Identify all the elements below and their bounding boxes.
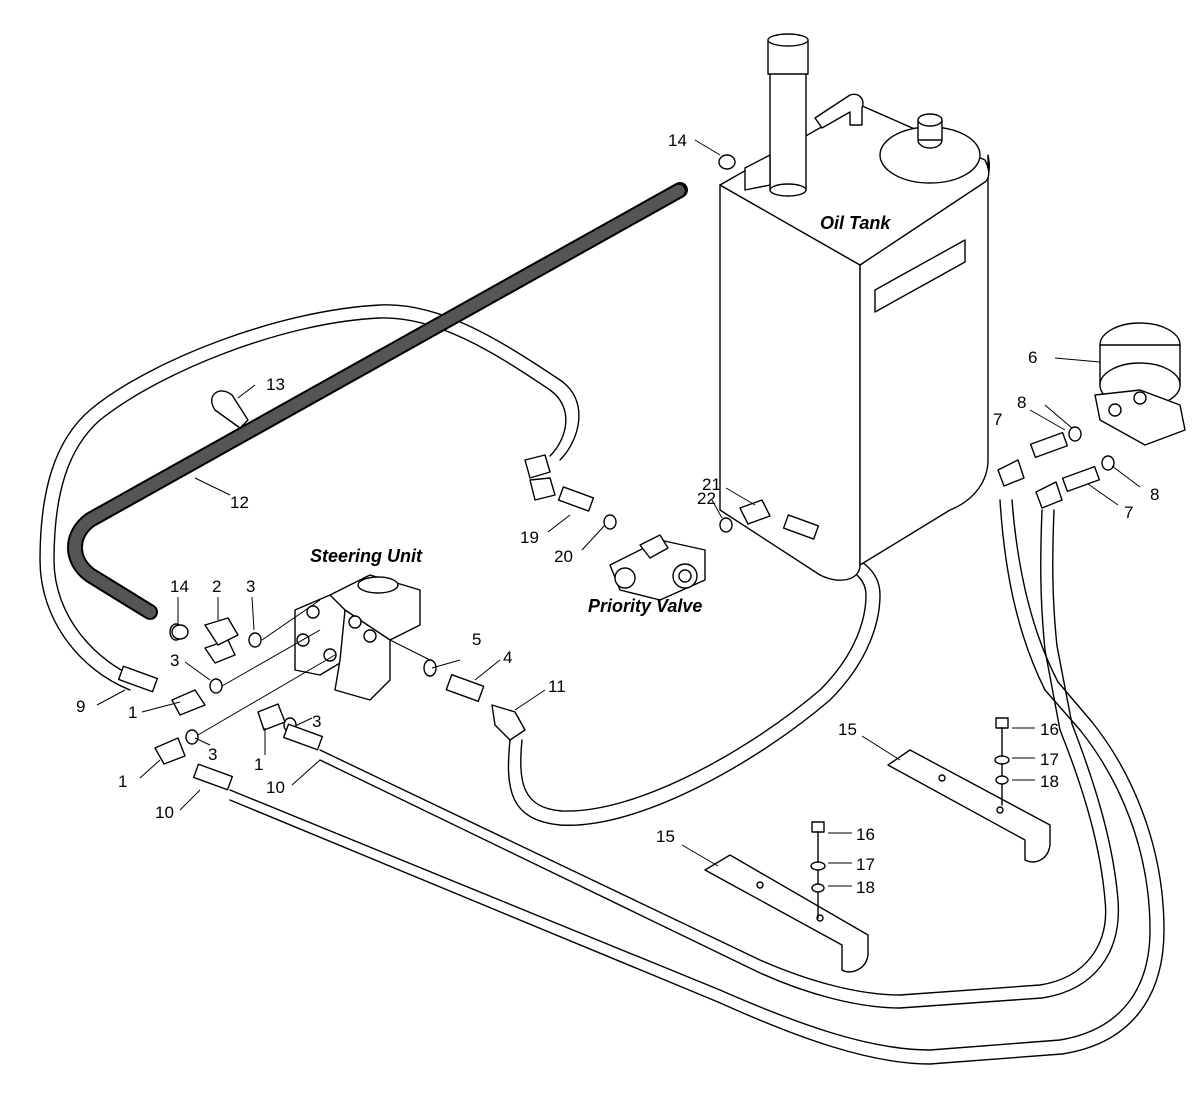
steering-unit-title: Steering Unit <box>310 546 423 566</box>
pump <box>1094 322 1186 446</box>
callout-7: 7 <box>1124 503 1133 522</box>
callout-18: 18 <box>856 878 875 897</box>
callout-18: 18 <box>1040 772 1059 791</box>
hose-outer-loop <box>229 499 1165 1065</box>
hose-middle-loop <box>319 509 1120 1009</box>
callout-1: 1 <box>254 755 263 774</box>
bolt-set-right <box>994 717 1010 806</box>
callout-16: 16 <box>856 825 875 844</box>
callout-15: 15 <box>838 720 857 739</box>
callout-13: 13 <box>266 375 285 394</box>
bracket-15-left <box>704 854 869 973</box>
priority-valve <box>609 534 706 601</box>
callout-1: 1 <box>128 703 137 722</box>
callout-21: 21 <box>702 475 721 494</box>
clamp-13 <box>211 390 249 429</box>
hose-11-line <box>507 544 881 826</box>
leader-lines <box>96 139 1141 887</box>
callout-15: 15 <box>656 827 675 846</box>
callout-14: 14 <box>668 131 687 150</box>
callout-3: 3 <box>208 745 217 764</box>
callout-8: 8 <box>1150 485 1159 504</box>
callout-5: 5 <box>472 630 481 649</box>
hose-12 <box>67 182 688 620</box>
callout-1: 1 <box>118 772 127 791</box>
callout-14: 14 <box>170 577 189 596</box>
callout-17: 17 <box>856 855 875 874</box>
callout-8: 8 <box>1017 393 1026 412</box>
callout-2: 2 <box>212 577 221 596</box>
callout-20: 20 <box>554 547 573 566</box>
callout-6: 6 <box>1028 348 1037 367</box>
hose-rear-loop <box>39 304 580 691</box>
callout-3: 3 <box>170 651 179 670</box>
callout-22: 22 <box>697 489 716 508</box>
callout-12: 12 <box>230 493 249 512</box>
callout-11: 11 <box>548 677 566 696</box>
callout-3: 3 <box>312 712 321 731</box>
callout-3: 3 <box>246 577 255 596</box>
callout-17: 17 <box>1040 750 1059 769</box>
oil-tank-title: Oil Tank <box>820 213 891 233</box>
callout-4: 4 <box>503 648 512 667</box>
callout-7: 7 <box>993 410 1002 429</box>
bracket-15-right <box>887 749 1051 863</box>
steering-unit <box>294 574 421 701</box>
callout-19: 19 <box>520 528 539 547</box>
oil-tank <box>719 33 990 581</box>
callout-9: 9 <box>76 697 85 716</box>
bolt-set-left <box>810 821 826 919</box>
fittings <box>117 154 1115 791</box>
callout-10: 10 <box>266 778 285 797</box>
priority-valve-title: Priority Valve <box>588 596 702 616</box>
callout-16: 16 <box>1040 720 1059 739</box>
callout-10: 10 <box>155 803 174 822</box>
